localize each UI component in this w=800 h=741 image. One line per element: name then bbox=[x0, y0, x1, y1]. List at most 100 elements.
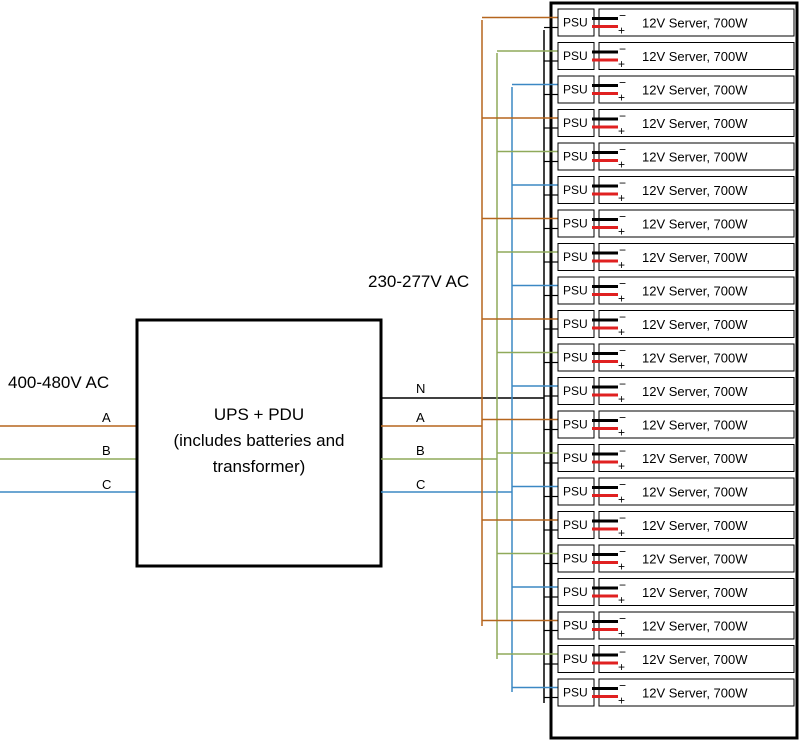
psu-label: PSU bbox=[563, 116, 588, 130]
minus-sign: − bbox=[619, 511, 626, 525]
server-box bbox=[598, 477, 795, 506]
minus-sign: − bbox=[619, 612, 626, 626]
server-box bbox=[598, 42, 795, 70]
psu-label: PSU bbox=[563, 317, 588, 331]
psu-label: PSU bbox=[563, 284, 588, 298]
psu-label: PSU bbox=[563, 451, 588, 465]
plus-sign: + bbox=[618, 57, 625, 71]
plus-sign: + bbox=[618, 292, 625, 306]
server-box bbox=[598, 310, 795, 338]
psu-label: PSU bbox=[563, 183, 588, 197]
psu-box bbox=[557, 645, 595, 673]
server-label: 12V Server, 700W bbox=[642, 552, 748, 567]
server-label: 12V Server, 700W bbox=[642, 585, 748, 600]
minus-sign: − bbox=[619, 109, 626, 123]
server-box bbox=[598, 444, 795, 472]
psu-label: PSU bbox=[563, 16, 588, 30]
psu-box bbox=[557, 243, 595, 271]
server-label: 12V Server, 700W bbox=[642, 284, 748, 299]
plus-sign: + bbox=[618, 627, 625, 641]
psu-box bbox=[557, 611, 595, 640]
plus-sign: + bbox=[618, 392, 625, 406]
plus-sign: + bbox=[618, 526, 625, 540]
psu-box bbox=[557, 544, 595, 573]
input-phase-a-label: A bbox=[102, 410, 111, 425]
psu-label: PSU bbox=[563, 250, 588, 264]
plus-sign: + bbox=[618, 258, 625, 272]
psu-box bbox=[557, 109, 595, 137]
server-row: PSU 12V Server, 700W −+ bbox=[557, 243, 795, 272]
server-label: 12V Server, 700W bbox=[642, 518, 748, 533]
output-phase-b-label: B bbox=[416, 443, 425, 458]
plus-sign: + bbox=[618, 325, 625, 339]
server-box bbox=[598, 343, 795, 372]
server-box bbox=[598, 678, 795, 707]
server-label: 12V Server, 700W bbox=[642, 384, 748, 399]
server-label: 12V Server, 700W bbox=[642, 619, 748, 634]
server-label: 12V Server, 700W bbox=[642, 451, 748, 466]
psu-box bbox=[557, 176, 595, 204]
minus-sign: − bbox=[619, 444, 626, 458]
minus-sign: − bbox=[619, 344, 626, 358]
ups-title: UPS + PDU bbox=[214, 405, 304, 424]
psu-label: PSU bbox=[563, 217, 588, 231]
plus-sign: + bbox=[618, 158, 625, 172]
server-label: 12V Server, 700W bbox=[642, 418, 748, 433]
ups-subtitle-line1: (includes batteries and bbox=[173, 431, 344, 450]
psu-box bbox=[557, 477, 595, 506]
server-label: 12V Server, 700W bbox=[642, 652, 748, 667]
psu-box bbox=[557, 410, 595, 439]
server-box bbox=[598, 544, 795, 573]
minus-sign: − bbox=[619, 9, 626, 23]
psu-box bbox=[557, 276, 595, 305]
server-box bbox=[598, 410, 795, 439]
psu-box bbox=[557, 310, 595, 338]
plus-sign: + bbox=[618, 459, 625, 473]
output-phase-a-label: A bbox=[416, 410, 425, 425]
psu-box bbox=[557, 142, 595, 171]
psu-box bbox=[557, 42, 595, 70]
psu-label: PSU bbox=[563, 49, 588, 63]
server-row: PSU 12V Server, 700W −+ bbox=[557, 109, 795, 138]
plus-sign: + bbox=[618, 225, 625, 239]
server-box bbox=[598, 142, 795, 171]
plus-sign: + bbox=[618, 560, 625, 574]
server-box bbox=[598, 511, 795, 539]
input-phase-b-label: B bbox=[102, 443, 111, 458]
server-box bbox=[598, 8, 795, 37]
output-neutral-label: N bbox=[416, 381, 425, 396]
server-rack bbox=[549, 1, 799, 740]
minus-sign: − bbox=[619, 478, 626, 492]
plus-sign: + bbox=[618, 124, 625, 138]
ups-subtitle-line2: transformer) bbox=[213, 457, 306, 476]
psu-label: PSU bbox=[563, 83, 588, 97]
server-label: 12V Server, 700W bbox=[642, 116, 748, 131]
output-voltage-label: 230-277V AC bbox=[368, 272, 469, 291]
server-box bbox=[598, 611, 795, 640]
server-label: 12V Server, 700W bbox=[642, 250, 748, 265]
psu-box bbox=[557, 678, 595, 707]
plus-sign: + bbox=[618, 91, 625, 105]
minus-sign: − bbox=[619, 243, 626, 257]
plus-sign: + bbox=[618, 660, 625, 674]
minus-sign: − bbox=[619, 679, 626, 693]
server-box bbox=[598, 645, 795, 673]
plus-sign: + bbox=[618, 426, 625, 440]
minus-sign: − bbox=[619, 42, 626, 56]
server-box bbox=[598, 109, 795, 137]
output-phase-c-label: C bbox=[416, 477, 425, 492]
minus-sign: − bbox=[619, 377, 626, 391]
server-label: 12V Server, 700W bbox=[642, 351, 748, 366]
psu-label: PSU bbox=[563, 619, 588, 633]
